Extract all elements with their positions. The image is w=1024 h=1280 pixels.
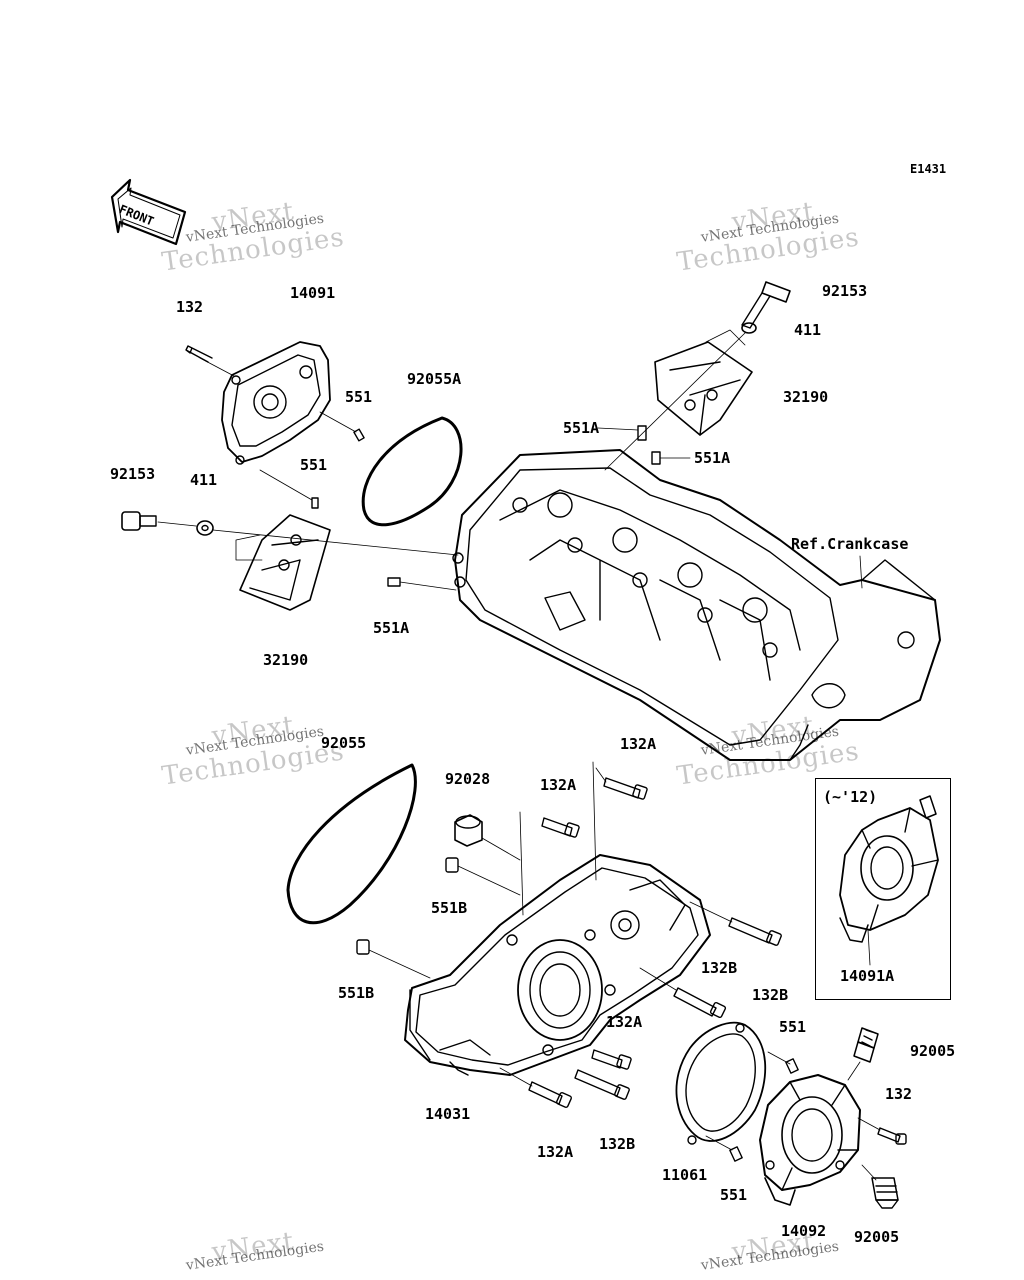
part-label[interactable]: 551 xyxy=(720,1186,748,1204)
diagram-id: E1431 xyxy=(910,162,947,176)
part-label[interactable]: 92153 xyxy=(822,282,868,300)
bolt-132B-b xyxy=(673,987,727,1019)
bolt-132-right xyxy=(877,1127,907,1145)
part-label[interactable]: 32190 xyxy=(263,651,309,669)
cover-14091-left xyxy=(221,341,331,465)
part-label[interactable]: 132B xyxy=(701,959,738,977)
part-label[interactable]: 132A xyxy=(537,1143,574,1161)
part-label[interactable]: 92055A xyxy=(407,370,462,388)
part-label[interactable]: 92055 xyxy=(321,734,367,752)
part-label[interactable]: 551 xyxy=(300,456,328,474)
part-label[interactable]: 14031 xyxy=(425,1105,471,1123)
part-label[interactable]: 411 xyxy=(794,321,822,339)
front-arrow-icon xyxy=(110,178,187,246)
part-label[interactable]: 132B xyxy=(752,986,789,1004)
part-label[interactable]: 551 xyxy=(779,1018,807,1036)
bolt-132-left xyxy=(185,345,235,377)
part-label[interactable]: 411 xyxy=(190,471,218,489)
part-label[interactable]: 551A xyxy=(563,419,600,437)
part-label[interactable]: 11061 xyxy=(662,1166,708,1184)
inset-box xyxy=(815,778,951,1000)
part-label[interactable]: 14091A xyxy=(840,967,895,985)
bolt-132B-c xyxy=(574,1069,630,1100)
part-label[interactable]: 92005 xyxy=(854,1228,900,1246)
crankcase xyxy=(452,449,941,761)
part-label[interactable]: 551A xyxy=(373,619,410,637)
bolt-132A-mid xyxy=(541,817,580,838)
bolt-132A-bottom xyxy=(528,1081,572,1108)
part-label[interactable]: 14091 xyxy=(290,284,336,302)
cover-14031 xyxy=(404,854,711,1076)
part-label[interactable]: 92005 xyxy=(910,1042,956,1060)
part-label[interactable]: 14092 xyxy=(781,1222,827,1240)
part-label[interactable]: 32190 xyxy=(783,388,829,406)
cap-92028 xyxy=(454,814,483,847)
part-label[interactable]: 551A xyxy=(694,449,731,467)
part-label[interactable]: 132A xyxy=(620,735,657,753)
cover-14092 xyxy=(759,1074,861,1206)
part-label[interactable]: 132B xyxy=(599,1135,636,1153)
part-label[interactable]: 132 xyxy=(885,1085,913,1103)
part-label[interactable]: 551B xyxy=(338,984,375,1002)
bolt-132B-a xyxy=(728,917,782,946)
cover-14091A-inset xyxy=(839,795,939,943)
part-label[interactable]: 551 xyxy=(345,388,373,406)
part-label[interactable]: 132A xyxy=(540,776,577,794)
bolt-132A-top xyxy=(603,777,648,800)
part-label[interactable]: 132 xyxy=(176,298,204,316)
bolt-92153-left xyxy=(121,511,157,531)
bracket-32190-left xyxy=(235,514,331,611)
part-label[interactable]: 92153 xyxy=(110,465,156,483)
reference-label: Ref.Crankcase xyxy=(791,535,909,553)
part-label[interactable]: 92028 xyxy=(445,770,491,788)
fitting-92005-top xyxy=(853,1027,879,1063)
bolt-92153-right xyxy=(741,281,791,329)
bolt-132A-low xyxy=(591,1049,632,1070)
part-label[interactable]: 132A xyxy=(606,1013,643,1031)
bracket-32190-right xyxy=(654,329,753,436)
inset-note: (~'12) xyxy=(823,788,878,806)
fitting-92005-bottom xyxy=(871,1177,899,1209)
gasket-11061 xyxy=(675,1021,767,1145)
part-label[interactable]: 551B xyxy=(431,899,468,917)
